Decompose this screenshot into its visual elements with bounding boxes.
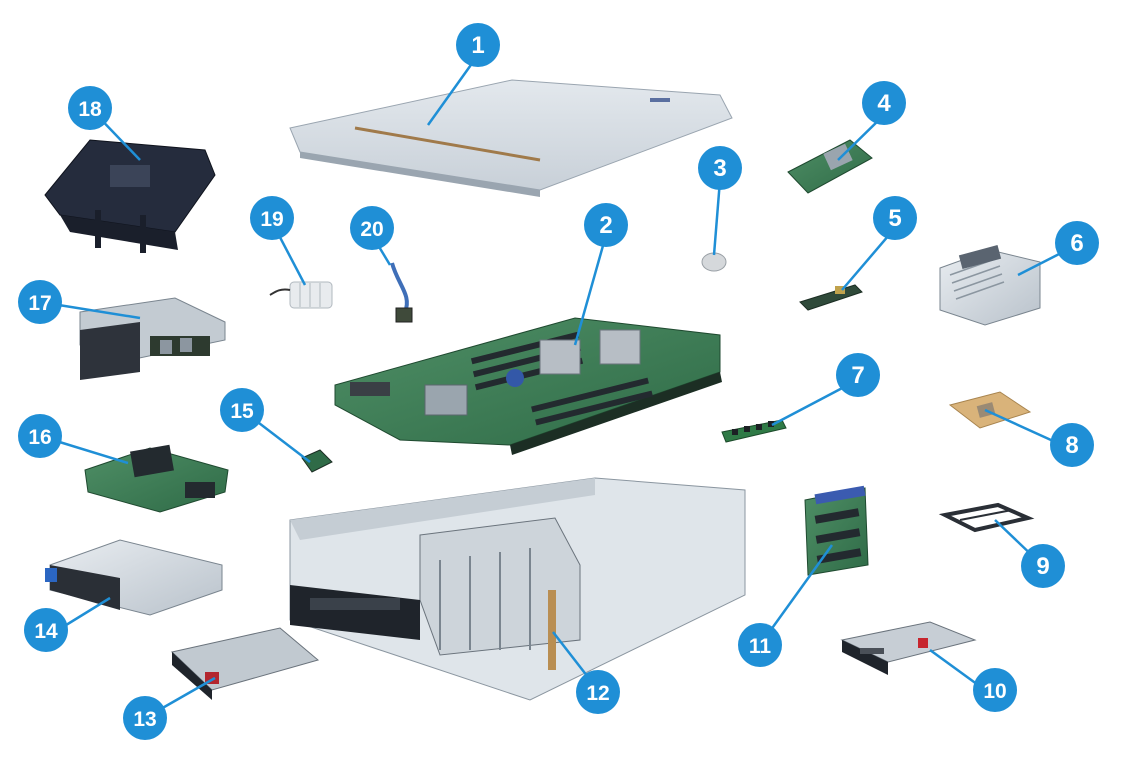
network-card-icon xyxy=(787,139,873,194)
callout-circle xyxy=(576,670,620,714)
riser-cage-icon xyxy=(79,297,226,380)
callout-20: 20 xyxy=(350,206,394,250)
callout-circle xyxy=(220,388,264,432)
callout-number: 16 xyxy=(28,426,51,449)
cable-module-icon xyxy=(390,262,413,323)
callout-number: 11 xyxy=(749,635,772,658)
hard-drive-icon xyxy=(170,627,320,700)
processor-carrier-icon xyxy=(938,502,1035,533)
callout-number: 13 xyxy=(133,708,156,731)
callout-8: 8 xyxy=(1050,423,1094,467)
small-module-icon xyxy=(301,449,333,473)
callout-circle xyxy=(836,353,880,397)
system-board-icon xyxy=(334,317,722,455)
callout-number: 9 xyxy=(1036,553,1049,580)
drive-cage-icon xyxy=(45,539,223,616)
callout-circle xyxy=(350,206,394,250)
callout-circle xyxy=(584,203,628,247)
callout-number: 19 xyxy=(260,208,283,231)
callout-18: 18 xyxy=(68,86,112,130)
callout-number: 18 xyxy=(78,98,102,121)
callout-9: 9 xyxy=(1021,544,1065,588)
callout-circle xyxy=(862,81,906,125)
callout-number: 7 xyxy=(851,362,864,389)
callout-15: 15 xyxy=(220,388,264,432)
callout-circle xyxy=(250,196,294,240)
drive-backplane-icon xyxy=(804,485,869,576)
callout-circle xyxy=(18,280,62,324)
callout-1: 1 xyxy=(456,23,500,67)
callout-number: 8 xyxy=(1065,432,1078,459)
callout-number: 4 xyxy=(877,90,891,117)
callout-12: 12 xyxy=(576,670,620,714)
callout-number: 2 xyxy=(599,212,612,239)
callout-circle xyxy=(738,623,782,667)
callout-number: 14 xyxy=(34,620,58,643)
callout-16: 16 xyxy=(18,414,62,458)
processor-icon xyxy=(948,391,1032,429)
callout-2: 2 xyxy=(584,203,628,247)
callout-10: 10 xyxy=(973,668,1017,712)
callout-11: 11 xyxy=(738,623,782,667)
callout-circle xyxy=(24,608,68,652)
memory-dimm-icon xyxy=(721,419,787,443)
top-cover-icon xyxy=(289,79,733,197)
callout-5: 5 xyxy=(873,196,917,240)
callout-4: 4 xyxy=(862,81,906,125)
air-baffle-icon xyxy=(44,139,216,253)
callout-number: 6 xyxy=(1070,230,1083,257)
callout-19: 19 xyxy=(250,196,294,240)
callout-6: 6 xyxy=(1055,221,1099,265)
battery-pack-icon xyxy=(269,281,333,309)
callout-13: 13 xyxy=(123,696,167,740)
sff-drive-icon xyxy=(840,621,977,675)
coin-battery-icon xyxy=(701,252,727,272)
callout-number: 10 xyxy=(983,680,1006,703)
callout-number: 20 xyxy=(360,218,383,241)
callout-circle xyxy=(1050,423,1094,467)
callout-number: 5 xyxy=(888,205,901,232)
callout-circle xyxy=(123,696,167,740)
callout-circle xyxy=(873,196,917,240)
callout-circle xyxy=(68,86,112,130)
callout-7: 7 xyxy=(836,353,880,397)
callout-circle xyxy=(18,414,62,458)
callout-14: 14 xyxy=(24,608,68,652)
callout-number: 15 xyxy=(230,400,254,423)
callout-17: 17 xyxy=(18,280,62,324)
heatsink-icon xyxy=(939,245,1041,326)
callout-circle xyxy=(973,668,1017,712)
callout-circle xyxy=(456,23,500,67)
callout-3: 3 xyxy=(698,146,742,190)
callout-number: 1 xyxy=(471,32,484,59)
callout-number: 12 xyxy=(586,682,609,705)
chassis-icon xyxy=(289,477,746,701)
storage-module-icon xyxy=(799,284,863,311)
callout-circle xyxy=(1021,544,1065,588)
controller-board-icon xyxy=(84,444,229,513)
callout-circle xyxy=(698,146,742,190)
callout-circle xyxy=(1055,221,1099,265)
callout-number: 3 xyxy=(713,155,726,182)
callout-number: 17 xyxy=(28,292,51,315)
